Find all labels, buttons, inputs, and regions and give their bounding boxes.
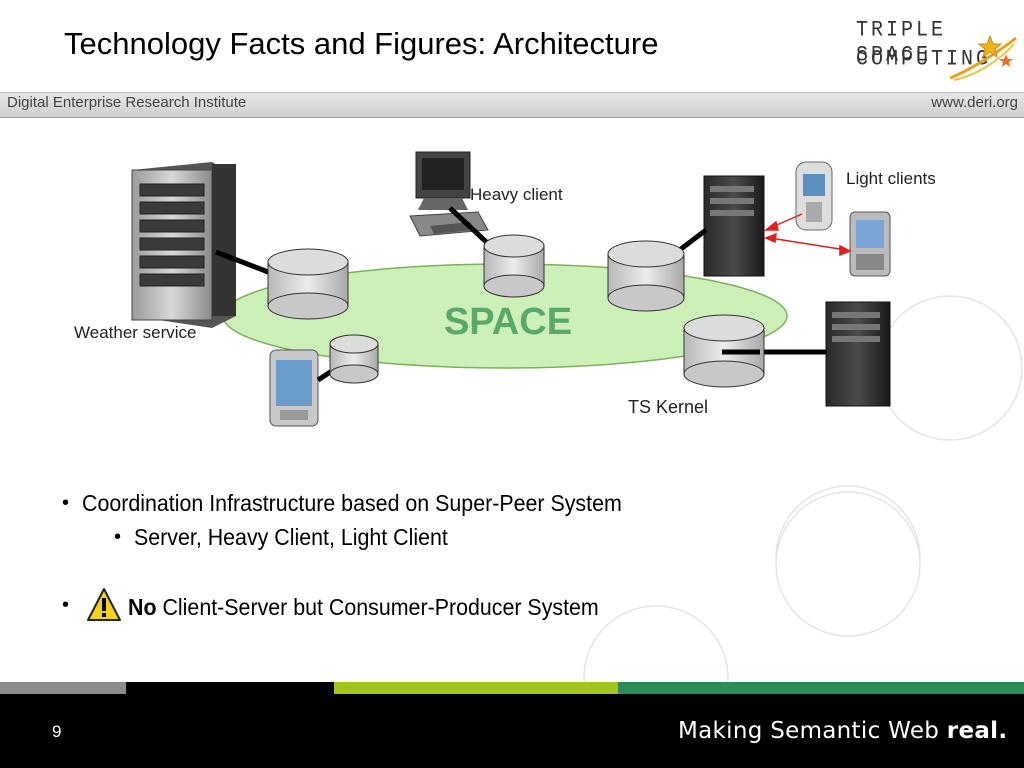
footer-tagline: Making Semantic Web real.	[678, 718, 1007, 744]
footer-color-strip	[0, 682, 1024, 694]
ts-kernel-node	[329, 334, 379, 384]
mobile-phone-icon	[795, 161, 833, 231]
warning-icon	[87, 588, 121, 621]
tagline-main: Making Semantic Web	[678, 718, 947, 744]
bullet-2-bold: No	[128, 594, 157, 620]
handheld-device-icon	[269, 349, 319, 427]
header-band	[0, 92, 1024, 118]
bullet-dot: •	[114, 526, 122, 548]
heavy-client-computer	[409, 151, 489, 237]
architecture-diagram: SPACE Heavy client	[74, 151, 1023, 558]
heavy-client-label: Heavy client	[470, 185, 563, 204]
bullet-2-rest: Client-Server but Consumer-Producer Syst…	[156, 594, 599, 620]
bullet-1: Coordination Infrastructure based on Sup…	[82, 490, 622, 516]
decorative-circles-lower	[583, 491, 921, 690]
logo-line-1: TRIPLE SPACE	[856, 17, 947, 69]
logo-line-2: COMPUTING	[856, 46, 992, 73]
footer-bar	[0, 694, 1024, 768]
pda-icon	[849, 211, 891, 277]
ts-kernel-node	[483, 234, 545, 298]
ts-kernel-node	[607, 240, 685, 312]
bullet-dot: •	[62, 492, 70, 514]
page-number: 9	[52, 722, 62, 741]
weather-service-label: Weather service	[74, 323, 197, 342]
website-url: www.deri.org	[931, 94, 1018, 111]
weather-server-rack	[131, 162, 236, 328]
bullet-2: No Client-Server but Consumer-Producer S…	[128, 594, 599, 621]
bullet-1-sub: Server, Heavy Client, Light Client	[134, 524, 448, 550]
server-tower	[825, 301, 891, 407]
light-clients-label: Light clients	[846, 169, 936, 188]
triple-space-computing-logo: TRIPLE SPACE COMPUTING	[850, 14, 1020, 84]
ts-kernel-node	[267, 248, 349, 320]
bullet-list: • Coordination Infrastructure based on S…	[0, 488, 1024, 638]
space-label: SPACE	[444, 301, 572, 343]
slide-title: Technology Facts and Figures: Architectu…	[64, 26, 659, 61]
institute-name: Digital Enterprise Research Institute	[7, 94, 247, 111]
light-clients-server-tower	[703, 175, 765, 277]
star-orbit-icon	[949, 34, 1017, 81]
tagline-bold: real.	[946, 718, 1008, 744]
bullet-dot: •	[62, 594, 70, 616]
ts-kernel-label: TS Kernel	[628, 397, 708, 417]
light-client-arrows	[763, 213, 852, 257]
